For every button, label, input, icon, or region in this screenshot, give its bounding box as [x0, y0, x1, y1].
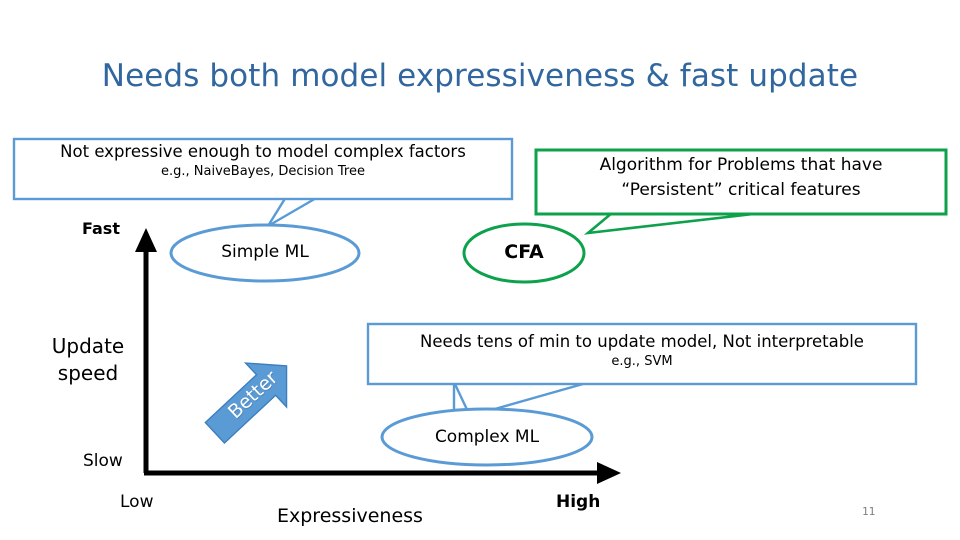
x-axis-right-label: High [556, 492, 601, 512]
x-axis-arrowhead [597, 462, 621, 484]
callout-simple-ml-line1: Not expressive enough to model complex f… [60, 142, 466, 161]
callout-cfa-line2: “Persistent” critical features [621, 180, 861, 201]
y-axis-arrowhead [135, 228, 157, 252]
node-label-cfa: CFA [504, 241, 544, 263]
y-axis-title: Update speed [40, 333, 136, 387]
slide-number: 11 [862, 505, 876, 518]
y-axis-title-line1: Update [51, 334, 125, 358]
callout-tail-complex-ml [452, 380, 591, 418]
y-axis-bottom-label: Slow [83, 451, 123, 471]
better-arrow-label: Better [223, 366, 283, 424]
callout-tail-simple-ml [266, 195, 323, 228]
node-label-simple-ml: Simple ML [221, 242, 309, 262]
y-axis-top-label: Fast [82, 219, 120, 238]
callout-text-cfa: Algorithm for Problems that have “Persis… [536, 154, 946, 201]
y-axis-title-line2: speed [57, 360, 119, 385]
page-title: Needs both model expressiveness & fast u… [101, 58, 859, 94]
callout-tail-cfa [583, 211, 763, 235]
callout-cfa-line1: Algorithm for Problems that have [599, 155, 883, 175]
callout-simple-ml-line2: e.g., NaiveBayes, Decision Tree [161, 164, 365, 180]
callout-complex-ml-line2: e.g., SVM [611, 354, 673, 370]
callout-stem-complex-ml [452, 384, 470, 416]
callout-text-complex-ml: Needs tens of min to update model, Not i… [368, 332, 916, 369]
callout-text-simple-ml: Not expressive enough to model complex f… [14, 142, 512, 179]
x-axis-title: Expressiveness [277, 505, 423, 527]
node-label-complex-ml: Complex ML [434, 427, 540, 447]
x-axis-left-label: Low [120, 492, 154, 512]
callout-complex-ml-line1: Needs tens of min to update model, Not i… [420, 332, 864, 351]
